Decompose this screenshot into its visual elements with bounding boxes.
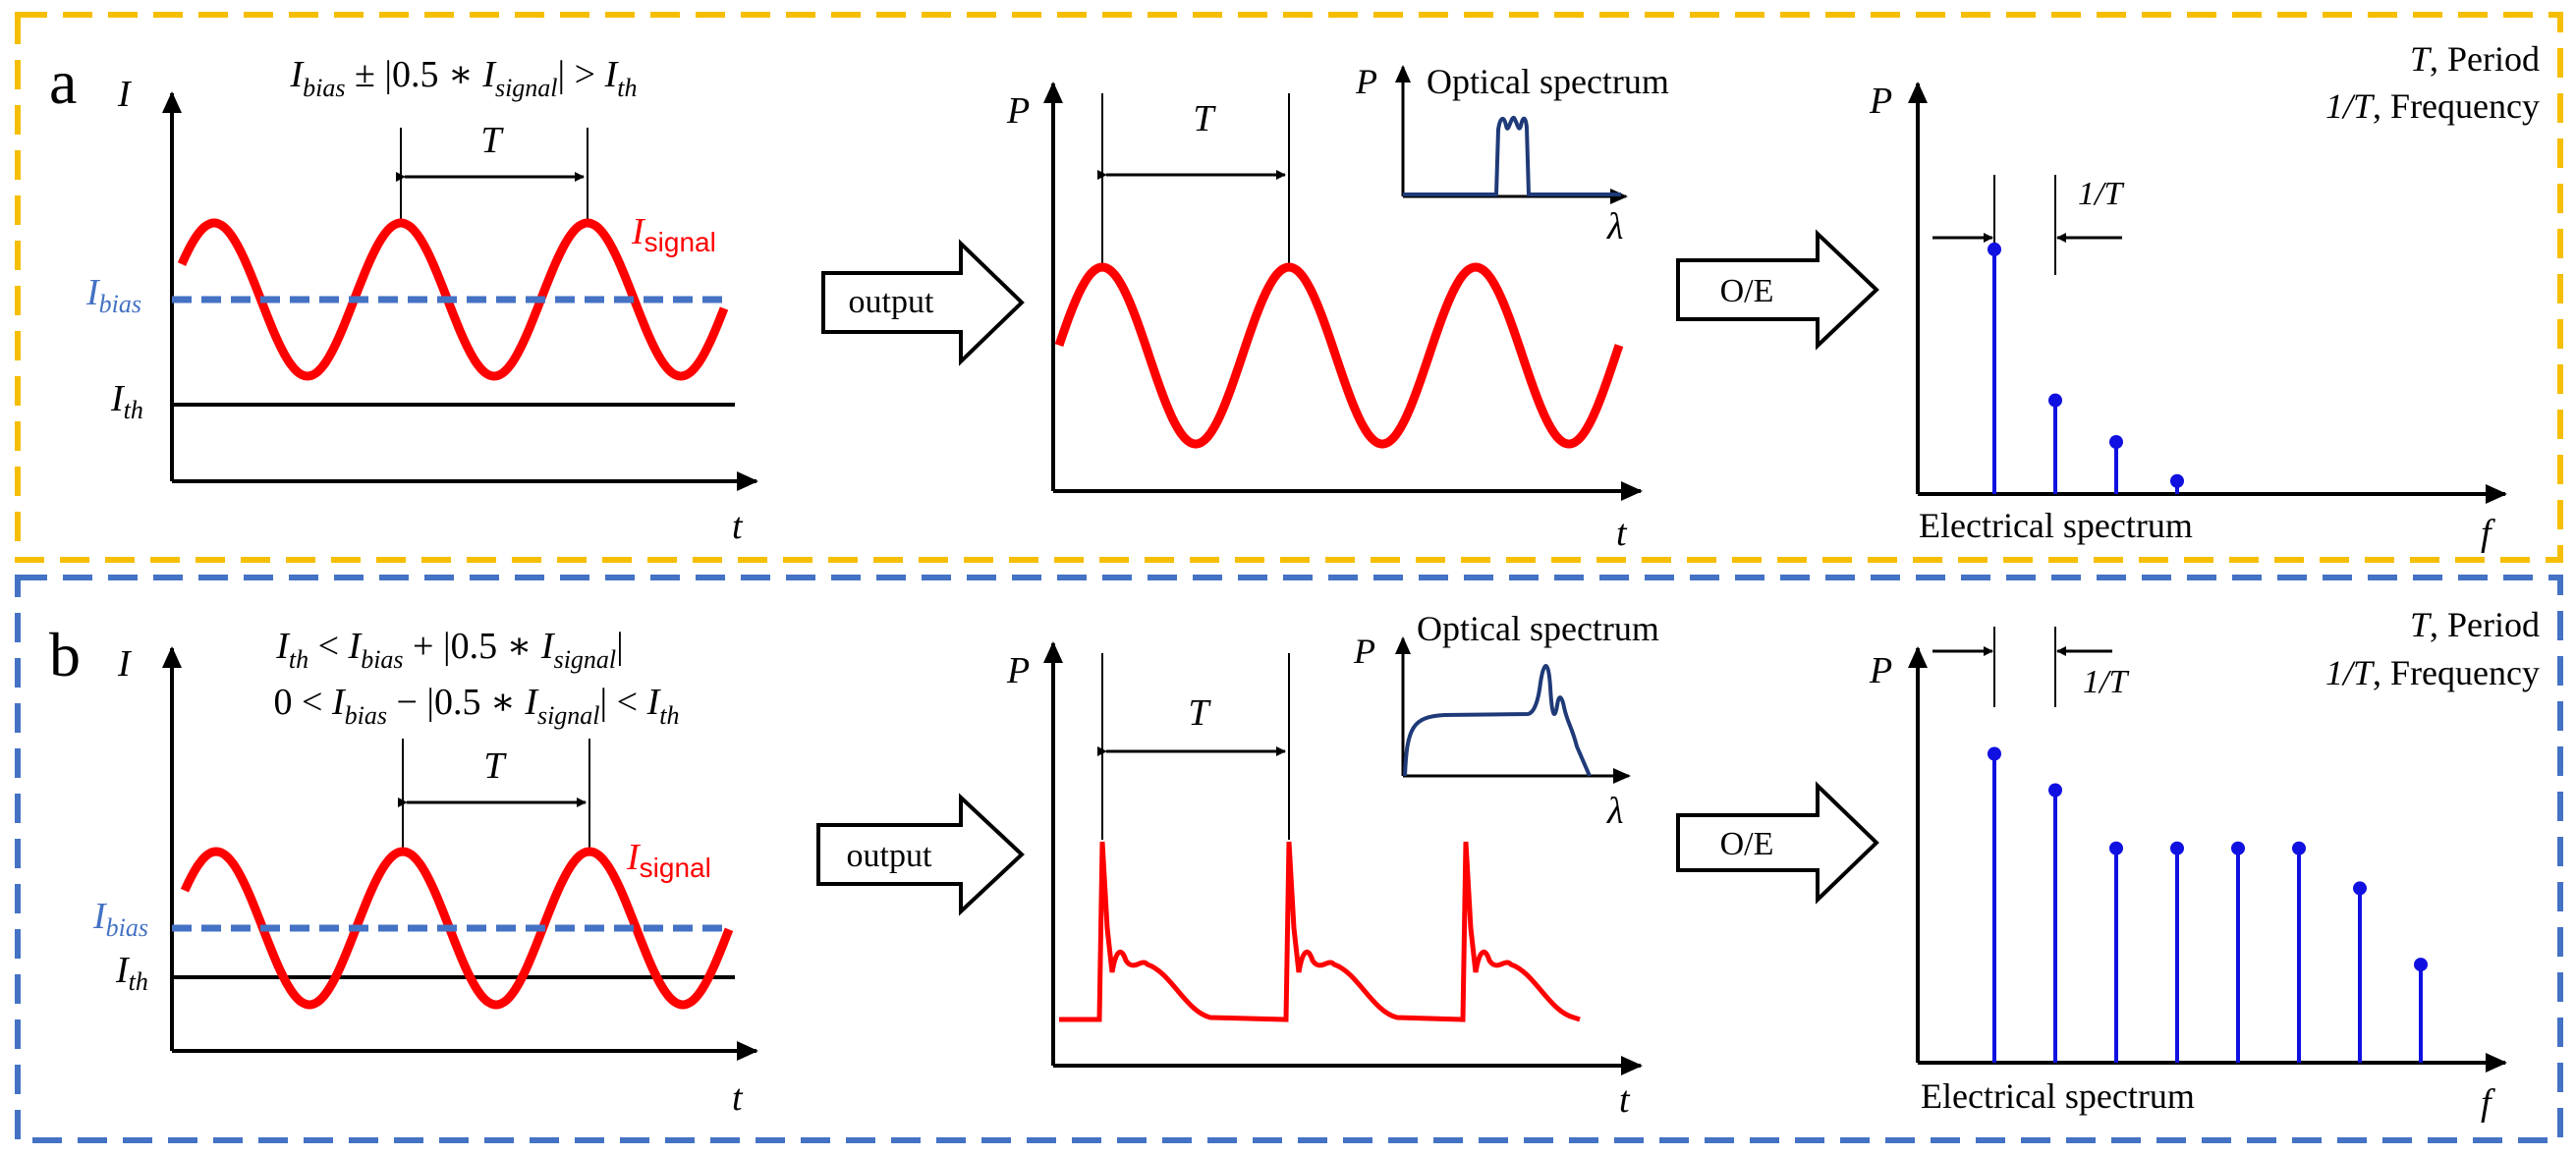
output-label: output [849, 284, 934, 320]
spectral-line-marker [2292, 841, 2306, 855]
optical-spectrum-inset: Optical spectrum P λ [1353, 609, 1659, 832]
panel-a: a I t Ibias ± |0.5 ∗ Isignal| > Ith T Is… [15, 12, 2563, 563]
panel-b-power-plot: P t T Optical spectrum P λ [1006, 609, 1659, 1121]
inv-period-label: 1/T [2078, 176, 2124, 212]
oe-label: O/E [1720, 273, 1774, 309]
threshold-label: Ith [110, 378, 143, 424]
output-waveform [1054, 262, 1624, 449]
elec-spectrum-title: Electrical spectrum [1921, 1076, 2195, 1116]
period-label: T [483, 745, 507, 787]
output-arrow: output [816, 793, 1025, 916]
elec-f-label: f [2481, 1082, 2495, 1124]
current-axis-label: I [117, 643, 133, 685]
optical-p-label: P [1355, 62, 1377, 101]
output-time-axis-label: t [1619, 1079, 1631, 1121]
spectral-line-marker [1988, 746, 2001, 761]
optical-p-label: P [1353, 632, 1375, 671]
output-label: output [847, 838, 932, 874]
panel-b-label: b [49, 620, 81, 689]
spectral-line-marker [1988, 242, 2001, 256]
legend-frequency: 1/T, Frequency [2325, 653, 2540, 692]
optical-lambda-label: λ [1606, 791, 1623, 832]
spectral-line-marker [2109, 841, 2123, 855]
panel-a-power-plot: P t T Optical spectrum P λ [1006, 62, 1669, 554]
optical-spectrum-curve [1403, 115, 1621, 196]
condition-equation-2: 0 < Ibias − |0.5 ∗ Isignal| < Ith [274, 682, 680, 730]
optical-spectrum-inset: Optical spectrum P λ [1355, 62, 1669, 248]
panel-a-label: a [49, 47, 77, 117]
elec-p-label: P [1869, 650, 1892, 691]
optical-spectrum-curve [1403, 664, 1592, 777]
panel-a-electrical-spectrum: P f Electrical spectrum 1/T [1869, 81, 2507, 554]
panel-a-current-plot: I t Ibias ± |0.5 ∗ Isignal| > Ith T Isig… [85, 54, 758, 547]
optical-spectrum-title: Optical spectrum [1427, 62, 1669, 101]
inv-period-label: 1/T [2083, 664, 2129, 700]
spectral-line-marker [2170, 473, 2184, 488]
panel-b-current-plot: I t Ith < Ibias + |0.5 ∗ Isignal| 0 < Ib… [92, 626, 758, 1119]
condition-equation-1: Ith < Ibias + |0.5 ∗ Isignal| [275, 626, 624, 674]
bias-label: Ibias [92, 896, 148, 942]
threshold-label: Ith [115, 950, 148, 996]
output-waveform [1059, 841, 1581, 1022]
optical-lambda-label: λ [1606, 206, 1623, 248]
spectral-line-marker [2231, 841, 2245, 855]
elec-f-label: f [2481, 513, 2495, 554]
oe-label: O/E [1720, 826, 1774, 862]
spectral-line-marker [2048, 393, 2062, 408]
signal-label: Isignal [631, 211, 716, 257]
legend-frequency: 1/T, Frequency [2325, 86, 2540, 126]
panel-a-border [15, 12, 2563, 563]
spectral-line-marker [2170, 841, 2184, 855]
panel-b-electrical-spectrum: P f Electrical spectrum 1/T [1869, 627, 2507, 1124]
output-arrow: output [821, 239, 1025, 366]
signal-waveform [180, 847, 734, 1010]
elec-p-label: P [1869, 81, 1892, 122]
panel-b-border [15, 575, 2563, 1143]
time-axis-label: t [732, 1077, 744, 1119]
output-period-label: T [1193, 98, 1216, 139]
period-label: T [480, 120, 504, 161]
elec-spectrum-title: Electrical spectrum [1919, 506, 2193, 545]
time-axis-label: t [732, 506, 744, 547]
power-axis-label: P [1006, 650, 1030, 691]
panel-b: b I t Ith < Ibias + |0.5 ∗ Isignal| 0 < … [15, 575, 2563, 1143]
legend-period: T, Period [2410, 605, 2540, 644]
optical-spectrum-title: Optical spectrum [1417, 609, 1659, 648]
oe-arrow: O/E [1676, 781, 1879, 905]
legend-period: T, Period [2410, 39, 2540, 79]
spectral-line-marker [2414, 958, 2428, 972]
bias-label: Ibias [85, 272, 141, 318]
spectral-line-marker [2353, 881, 2367, 896]
spectral-line-marker [2048, 783, 2062, 798]
power-axis-label: P [1006, 90, 1030, 132]
output-period-label: T [1188, 692, 1211, 734]
condition-equation: Ibias ± |0.5 ∗ Isignal| > Ith [290, 54, 638, 102]
oe-arrow: O/E [1676, 229, 1879, 351]
current-axis-label: I [117, 74, 133, 115]
signal-label: Isignal [626, 837, 711, 883]
output-time-axis-label: t [1616, 513, 1628, 554]
spectral-line-marker [2109, 435, 2123, 449]
